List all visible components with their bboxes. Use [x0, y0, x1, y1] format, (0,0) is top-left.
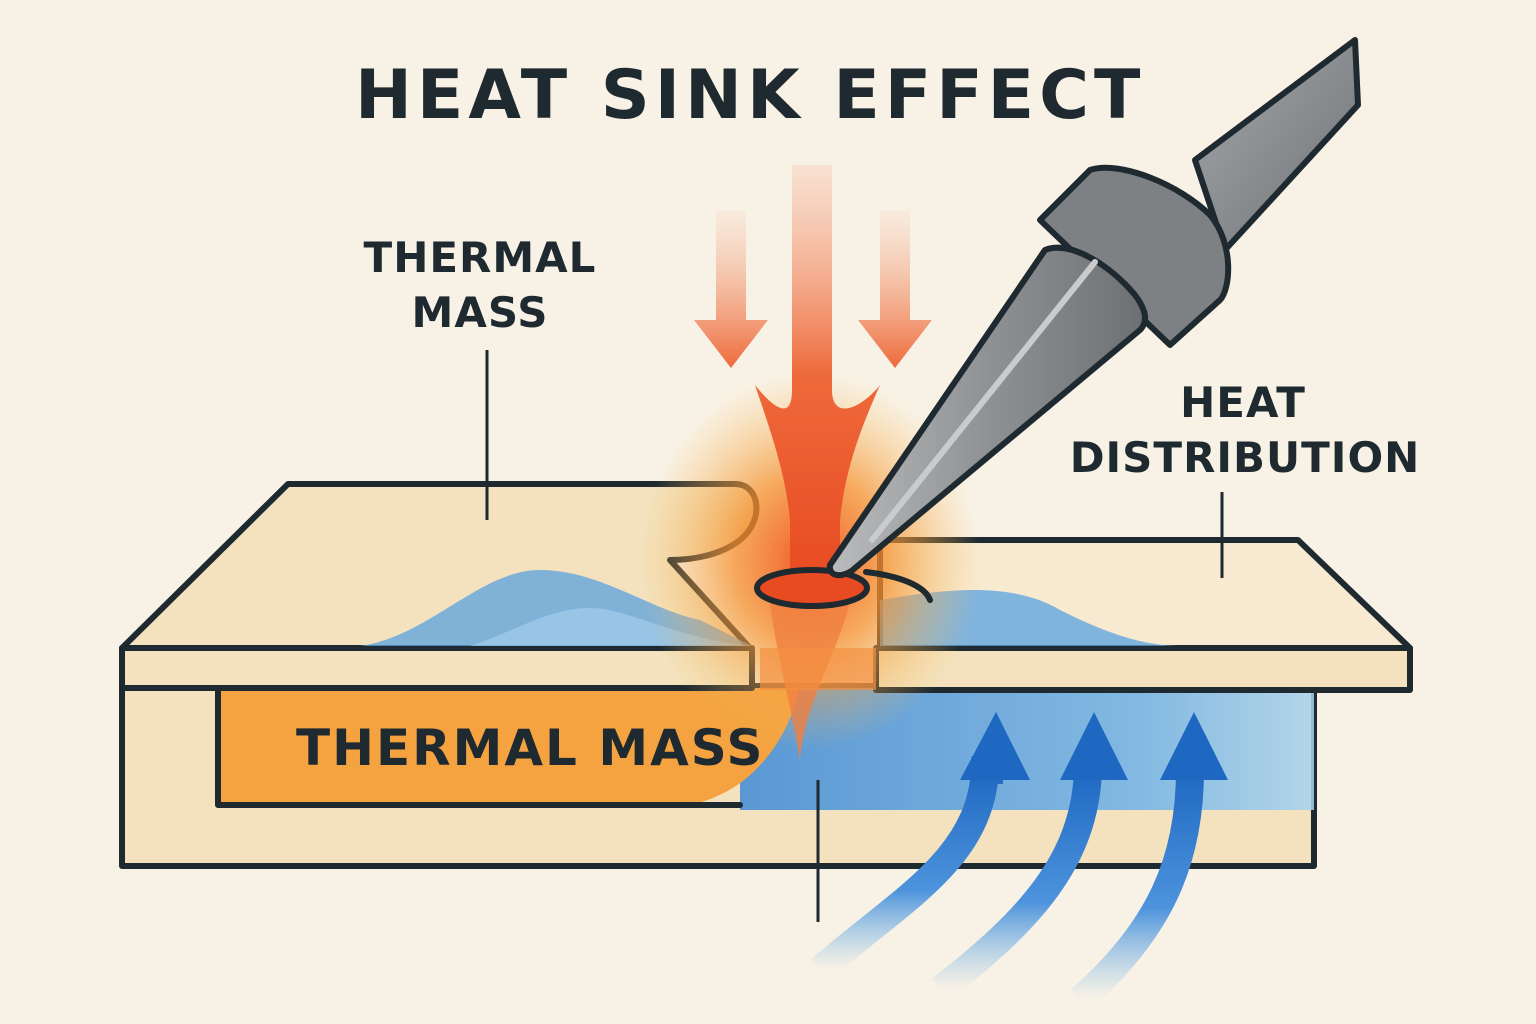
- thermal-mass-label-line-2: MASS: [412, 288, 549, 337]
- cooling-airflow-icon: [810, 712, 1228, 1011]
- heat-distribution-label-line-2: DISTRIBUTION: [1070, 433, 1421, 482]
- soldering-iron-icon: [826, 37, 1361, 579]
- heat-distribution-callout: HEAT DISTRIBUTION: [1070, 378, 1421, 578]
- heat-distribution-label-line-1: HEAT: [1180, 378, 1306, 427]
- inner-thermal-mass-block: THERMAL MASS: [215, 685, 800, 808]
- page-title: HEAT SINK EFFECT: [355, 56, 1145, 135]
- heat-arrow-icon: [694, 165, 932, 585]
- thermal-mass-callout: THERMAL MASS: [364, 233, 597, 520]
- thermal-mass-label-line-1: THERMAL: [364, 233, 597, 282]
- solder-joint: [754, 567, 933, 609]
- thermal-mass-inner-label: THERMAL MASS: [296, 719, 765, 777]
